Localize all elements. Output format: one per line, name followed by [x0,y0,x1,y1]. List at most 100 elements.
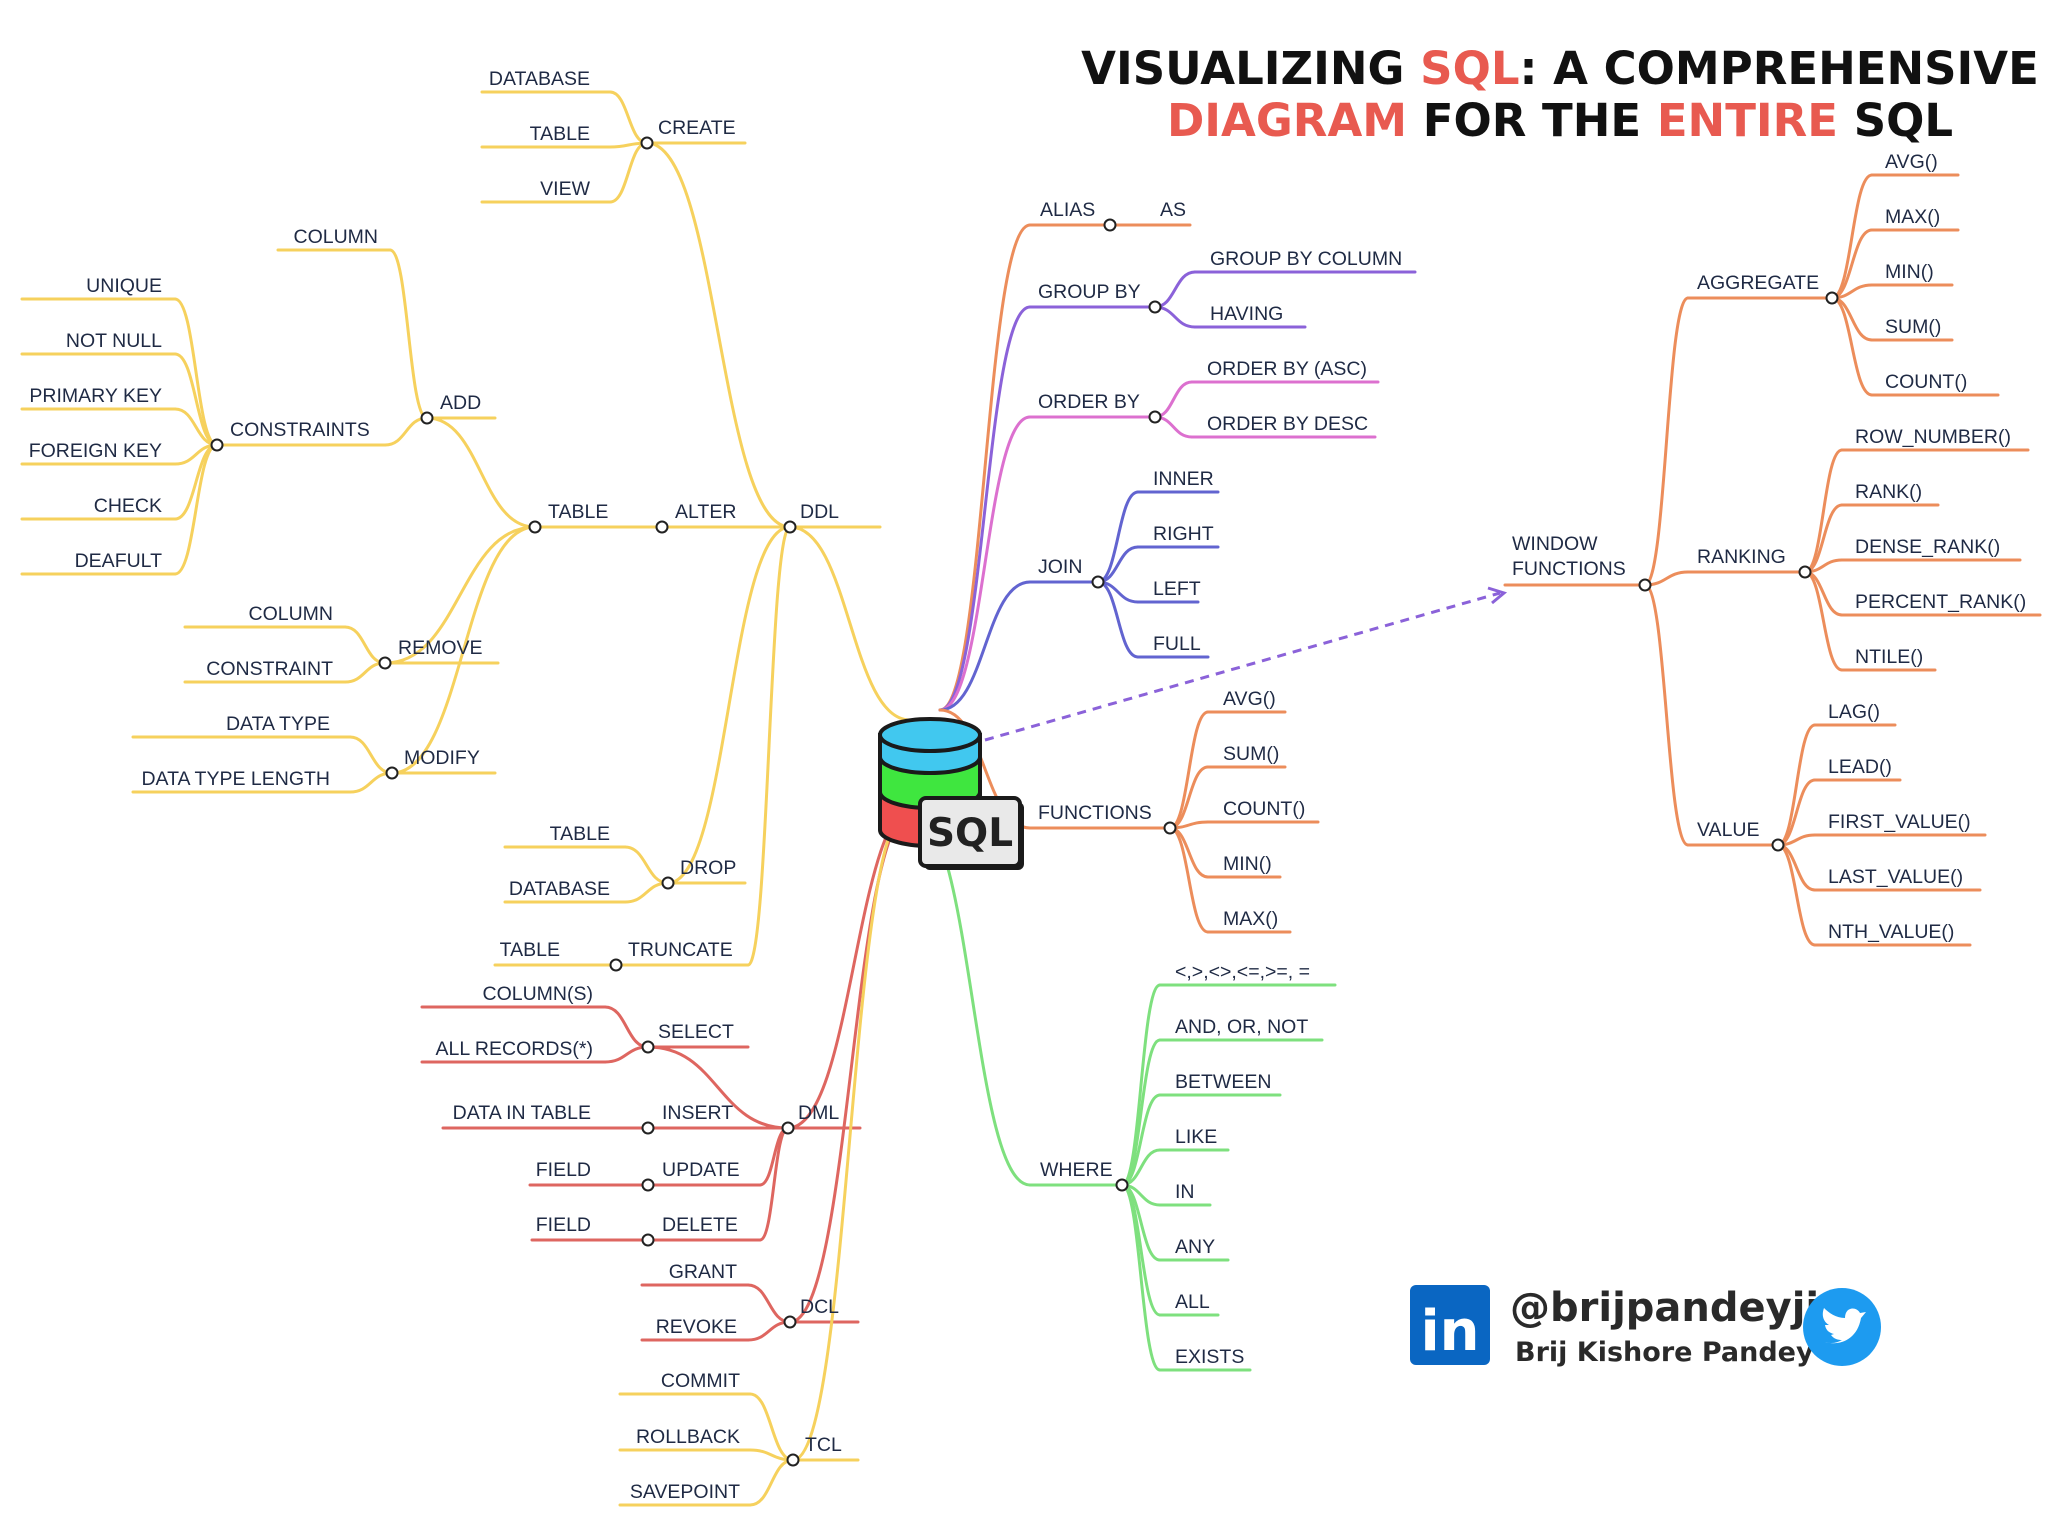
dot-functions [1163,821,1177,835]
edge-table-remove [383,525,537,665]
branch-nodes: DDLCREATEDATABASETABLEVIEWALTERTABLEADDC… [29,68,2026,1503]
leaf-tcl-savepoint: SAVEPOINT [630,1481,740,1503]
edge-drop-database [623,881,670,904]
edge-window-value [1643,583,1690,847]
node-window-aggregate: AGGREGATE [1697,272,1819,294]
leaf-ranking-row-number: ROW_NUMBER() [1855,426,2011,448]
edge-drop-table [623,845,670,885]
leaf-order_by-order-by-desc: ORDER BY DESC [1207,413,1368,435]
leaf-where-any: ANY [1175,1236,1215,1258]
edge-value-lag [1776,723,1817,847]
node-truncate: TRUNCATE [628,939,733,961]
linkedin-icon[interactable] [1410,1285,1490,1365]
node-ddl: DDL [800,501,839,523]
leaf-join-right: RIGHT [1153,523,1214,545]
dashed-link-line [984,591,1501,742]
edge-center-group_by [938,305,1032,712]
leaf-aggregate-avg: AVG() [1885,151,1938,173]
leaf-drop-table: TABLE [550,823,610,845]
edge-group_by-having [1153,305,1197,329]
leaf-constraint-not-null: NOT NULL [66,330,162,352]
leaf-aggregate-count: COUNT() [1885,371,1967,393]
leaf-update-field: FIELD [536,1159,591,1181]
leaf-functions-max: MAX() [1223,908,1278,930]
edge-create-database [608,90,649,145]
leaf-aggregate-sum: SUM() [1885,316,1941,338]
edge-group_by-group-by-column [1153,270,1197,309]
dot-window-functions [1638,578,1652,592]
connector-lines [20,90,2042,1507]
leaf-functions-count: COUNT() [1223,798,1305,820]
edge-table-modify [390,525,537,775]
node-dcl: DCL [800,1296,839,1318]
title-line-1: VISUALIZING SQL: A COMPREHENSIVE [1081,42,2039,95]
edge-remove-column [343,625,387,665]
dot-truncate [609,958,623,972]
author-footer: in @brijpandeyji Brij Kishore Pandey [1410,1285,1881,1368]
leaf-where-exists: EXISTS [1175,1346,1244,1368]
leaf-select-all-records: ALL RECORDS(*) [436,1038,593,1060]
database-icon: SQL [878,717,1024,870]
dot-window-value [1771,838,1785,852]
edge-aggregate-sum [1830,296,1874,342]
edge-join-inner [1096,490,1140,584]
node-add: ADD [440,392,481,414]
edge-aggregate-avg [1830,173,1874,300]
leaf-order_by-order-by-asc: ORDER BY (ASC) [1207,358,1367,380]
leaf-tcl-rollback: ROLLBACK [636,1426,740,1448]
node-join: JOIN [1038,556,1082,578]
edge-create-view [608,141,649,204]
node-functions: FUNCTIONS [1038,802,1152,824]
edge-center-ddl [788,525,912,722]
edge-aggregate-count [1830,296,1874,397]
dot-tcl [786,1453,800,1467]
leaf-constraint-foreign-key: FOREIGN KEY [29,440,162,462]
dashed-link-arrowhead [1487,586,1508,605]
edge-add-column [388,248,429,420]
leaf-functions-min: MIN() [1223,853,1272,875]
dot-delete [641,1233,655,1247]
leaf-remove-constraint: CONSTRAINT [206,658,333,680]
leaf-ranking-ntile: NTILE() [1855,646,1923,668]
edge-ranking-percent-rank [1803,570,1844,617]
node-delete: DELETE [662,1214,738,1236]
leaf-modify-data-type: DATA TYPE [226,713,330,735]
leaf-aggregate-min: MIN() [1885,261,1934,283]
leaf-functions-avg: AVG() [1223,688,1276,710]
edge-where-and-or-not [1120,1038,1162,1187]
node-drop: DROP [680,857,736,879]
leaf-create-view: VIEW [540,178,590,200]
edge-tcl-savepoint [748,1458,795,1507]
edge-dcl-grant [746,1283,792,1324]
edge-constraints-unique [173,297,219,447]
dot-order_by [1148,410,1162,424]
node-dml: DML [798,1102,839,1124]
leaf-value-lag: LAG() [1828,701,1880,723]
dot-alter [655,520,669,534]
edge-add-constraints [383,416,429,447]
node-tcl: TCL [805,1434,842,1456]
edge-ranking-ntile [1803,570,1844,672]
edge-center-alias [938,223,1032,712]
edge-window-aggregate [1643,296,1690,587]
author-handle: @brijpandeyji [1510,1285,1819,1331]
leaf-constraint-check: CHECK [94,495,162,517]
dot-window-ranking [1798,565,1812,579]
edge-functions-max [1168,826,1210,934]
edge-value-nth-value [1776,843,1817,947]
edge-ddl-drop [666,525,792,885]
dot-add [420,411,434,425]
node-window-value: VALUE [1697,819,1760,841]
twitter-bird-icon [1822,1308,1866,1344]
leaf-where-and-or-not: AND, OR, NOT [1175,1016,1308,1038]
title-part-for-the: FOR THE [1407,94,1657,147]
linkedin-icon-label: in [1420,1299,1479,1364]
leaf-create-database: DATABASE [489,68,590,90]
node-order_by: ORDER BY [1038,391,1140,413]
leaf-where-in: IN [1175,1181,1195,1203]
edge-where-symbol [1120,983,1162,1187]
node-update: UPDATE [662,1159,740,1181]
dot-drop [661,876,675,890]
leaf-ranking-rank: RANK() [1855,481,1922,503]
